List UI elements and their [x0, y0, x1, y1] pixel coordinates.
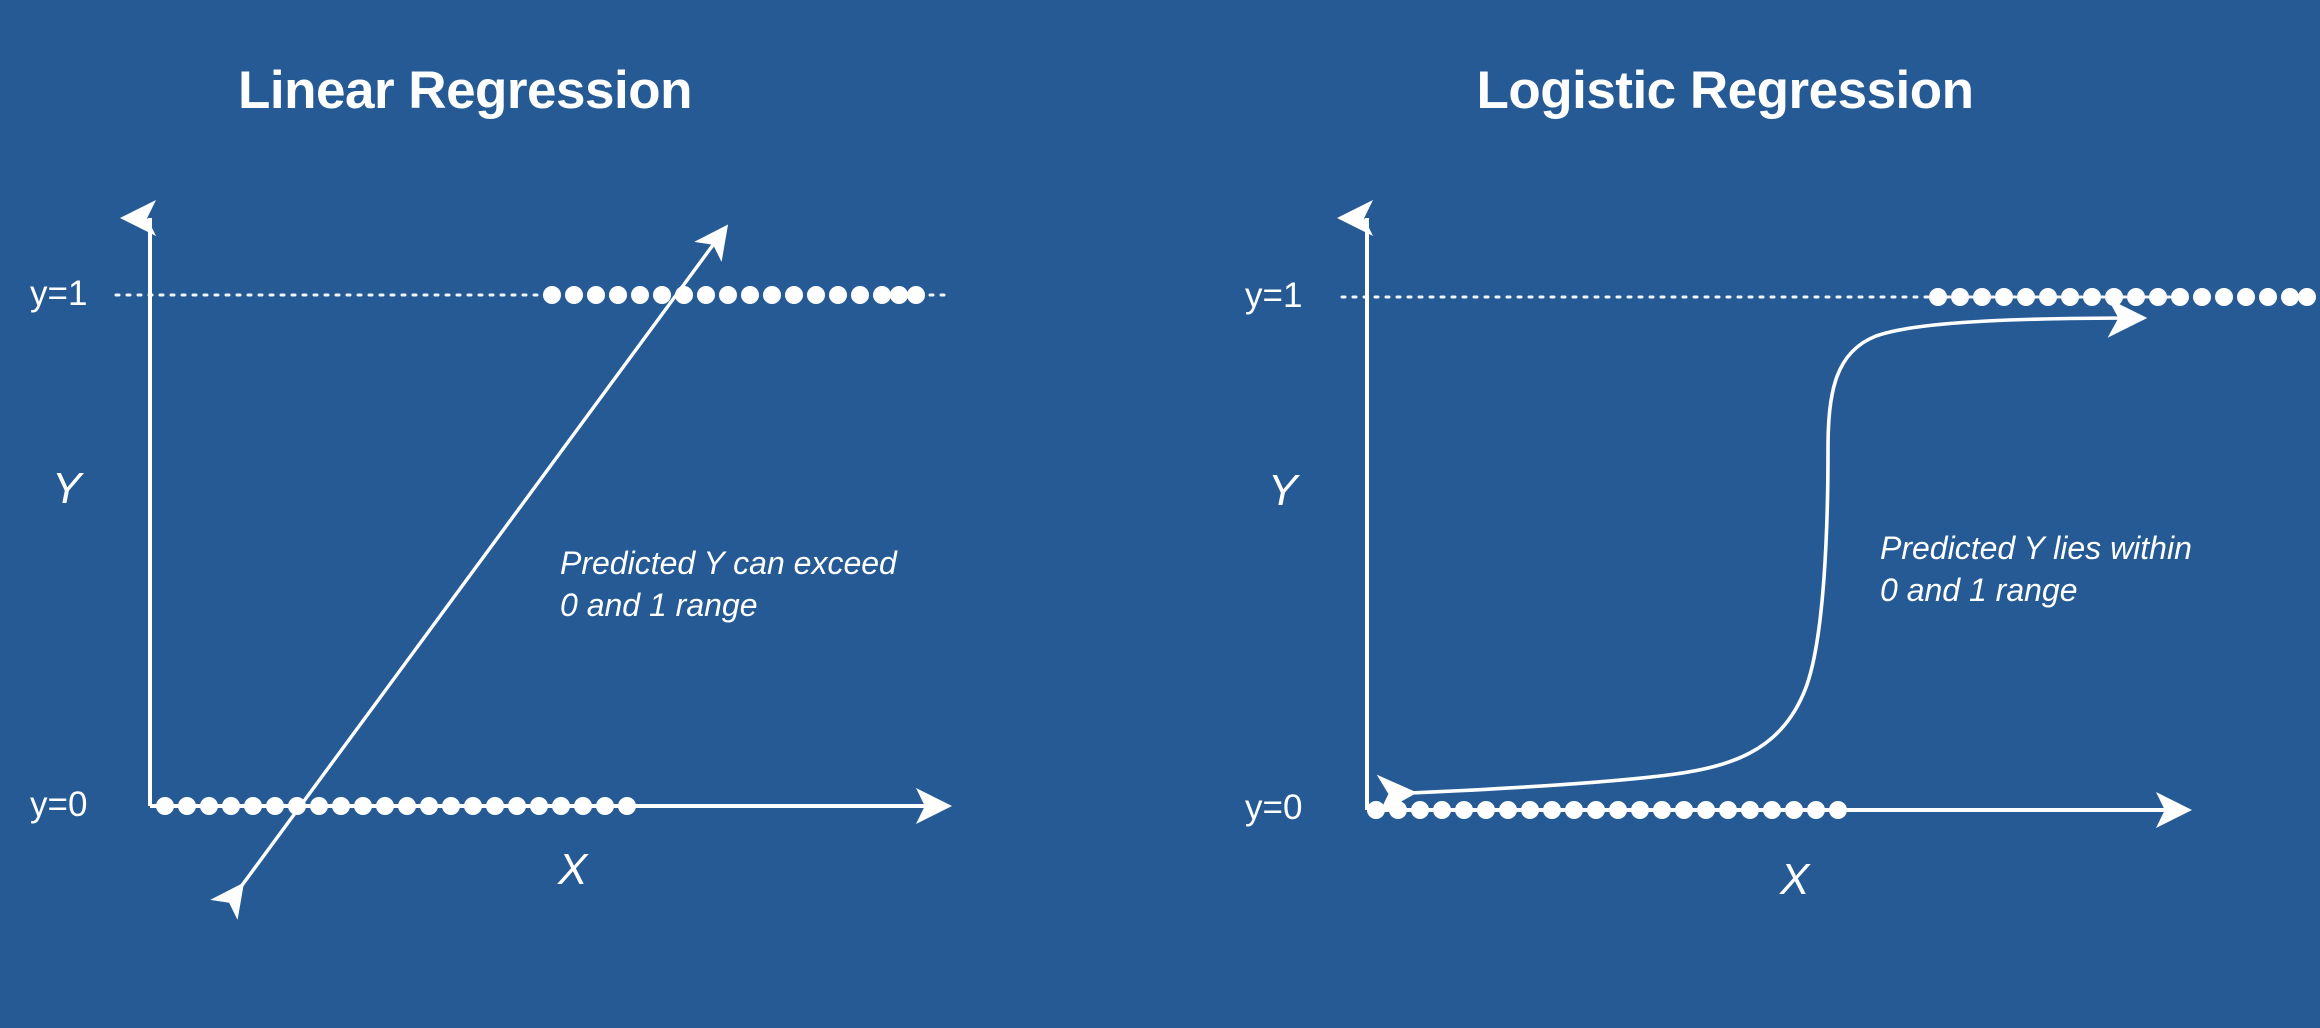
linear-y0-tick-label: y=0: [30, 785, 88, 824]
linear-panel-title: Linear Regression: [238, 61, 692, 120]
linear-fitted-line: [210, 224, 729, 920]
panel-logistic-regression: Logistic Regression: [1160, 0, 2320, 1028]
logistic-y-axis-label: Y: [1268, 466, 1298, 515]
linear-points-class-1: [543, 286, 925, 304]
linear-points-class-0: [156, 797, 636, 815]
linear-y-axis-label: Y: [52, 464, 82, 513]
logistic-fitted-sigmoid: [1376, 298, 2148, 815]
linear-plot-graphics: [114, 200, 954, 920]
logistic-y1-tick-label: y=1: [1245, 276, 1303, 315]
panel-linear-regression: Linear Regression: [114, 61, 954, 920]
linear-annotation-text: Predicted Y can exceed 0 and 1 range: [560, 545, 897, 624]
linear-x-axis-label: X: [558, 845, 588, 894]
logistic-points-class-0: [1367, 801, 1847, 819]
logistic-y0-tick-label: y=0: [1245, 788, 1303, 827]
linear-y1-tick-label: y=1: [30, 274, 88, 313]
logistic-panel-title: Logistic Regression: [1476, 61, 1974, 120]
logistic-annotation-text: Predicted Y lies within 0 and 1 range: [1880, 530, 2192, 609]
logistic-plot-graphics: [1337, 200, 2316, 828]
logistic-x-axis-label: X: [1780, 855, 1810, 904]
logistic-points-class-1: [1929, 288, 2316, 306]
